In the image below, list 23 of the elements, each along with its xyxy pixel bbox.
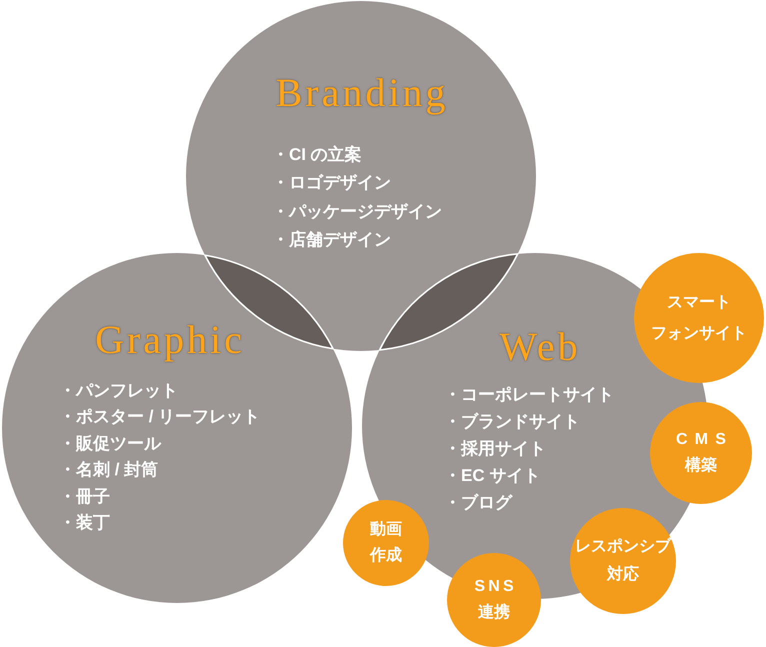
list-item: ・ロゴデザイン: [272, 174, 391, 194]
circle-title: Graphic: [95, 320, 245, 360]
list-item: ・コーポレートサイト: [444, 385, 614, 405]
list-item: ・ブログ: [444, 493, 512, 513]
circle-label: CMS構築: [676, 430, 726, 476]
list-item: ・採用サイト: [444, 439, 546, 459]
list-item: ・名刺 / 封筒: [59, 460, 158, 480]
list-item: ・冊子: [59, 486, 110, 506]
list-item: ・装丁: [59, 513, 110, 533]
circle-label: 動画作成: [370, 520, 402, 566]
list-item: ・ポスター / リーフレット: [59, 408, 260, 428]
list-item: ・店舗デザイン: [272, 230, 391, 250]
list-item: ・パンフレット: [59, 381, 178, 401]
list-item: ・ブランドサイト: [444, 412, 580, 432]
list-item: ・CI の立案: [272, 145, 362, 165]
circle-title: Branding: [276, 73, 448, 113]
list-item: ・パッケージデザイン: [272, 202, 442, 222]
list-item: ・販促ツール: [59, 434, 161, 454]
circle-label: スマートフォンサイト: [651, 293, 747, 344]
circle-label: SNS連携: [474, 577, 514, 623]
circle-label: レスポンシブ対応: [575, 536, 671, 585]
list-item: ・EC サイト: [444, 466, 540, 486]
circle-title: Web: [499, 327, 581, 367]
